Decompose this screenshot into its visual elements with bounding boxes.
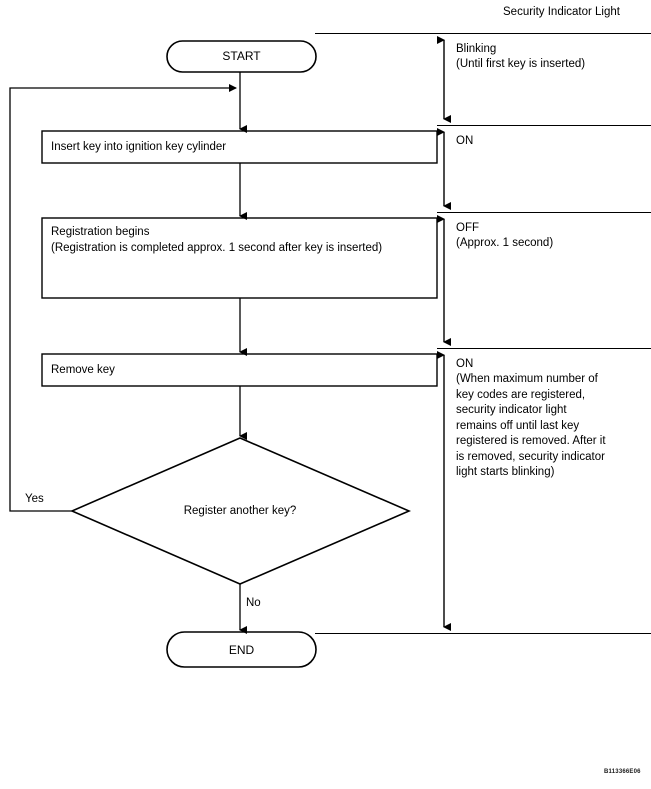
phase-state-off: OFF — [456, 222, 479, 234]
phase-note-off: (Approx. 1 second) — [456, 237, 554, 249]
phase-state-blinking: Blinking — [456, 43, 497, 55]
end-terminator-label: END — [228, 643, 255, 657]
start-terminator-label: START — [222, 49, 261, 63]
process-box-registration-begins — [41, 217, 438, 299]
decision-label-register-another-key: Register another key? — [183, 505, 297, 517]
phase-note-blinking: (Until first key is inserted) — [456, 58, 586, 70]
phase-divider-lines — [315, 33, 651, 634]
phase-state-on-2: ON — [456, 358, 474, 370]
start-terminator-shape — [166, 40, 317, 73]
figure-code: B113366E06 — [604, 769, 641, 775]
process-label-remove-key: Remove key — [51, 364, 115, 376]
decision-branch-label-no: No — [246, 597, 261, 609]
right-column-title: Security Indicator Light — [503, 6, 620, 18]
phase-state-on-1: ON — [456, 135, 474, 147]
connector-loop-back-yes — [9, 84, 237, 512]
process-label-insert-key: Insert key into ignition key cylinder — [51, 141, 227, 153]
decision-branch-label-yes: Yes — [25, 493, 44, 505]
phase-note-on-2: (When maximum number of key codes are re… — [456, 373, 606, 478]
process-box-insert-key — [41, 130, 438, 164]
process-label-registration-begins: Registration begins (Registration is com… — [51, 226, 383, 254]
